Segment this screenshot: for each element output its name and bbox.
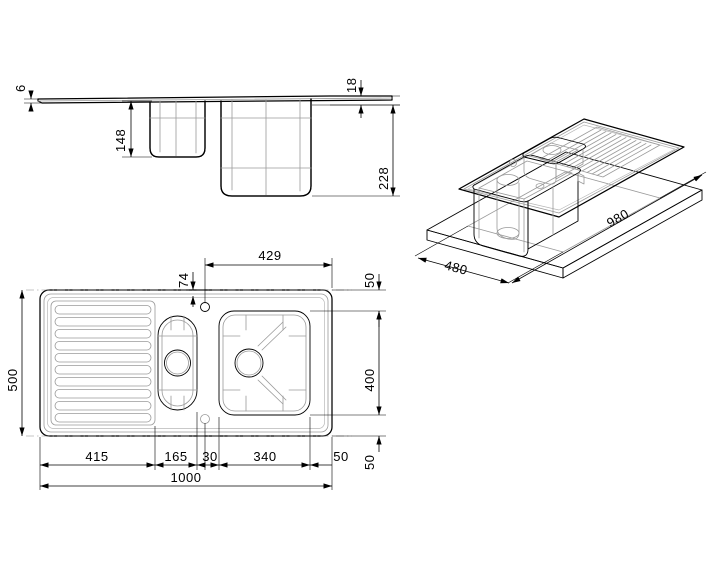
dim-chain-horizontal: 415 165 30 340 50 1000 <box>39 412 348 490</box>
dim-tap-hole-offset-y: 74 <box>176 272 210 307</box>
dim-label-half-bowl-depth: 148 <box>113 129 128 152</box>
plan-main-bowl <box>218 310 311 416</box>
dim-half-bowl-depth: 148 <box>113 100 152 158</box>
section-main-bowl <box>220 98 312 197</box>
dim-label-overall-width: 1000 <box>171 470 202 485</box>
dim-vertical-right: 50 400 50 <box>310 273 386 470</box>
dim-label-bowl-height: 400 <box>362 368 377 391</box>
plan-view: 500 415 165 30 <box>5 248 386 490</box>
dim-label-overall-depth: 228 <box>376 167 391 190</box>
dim-tap-hole-offset-x: 429 <box>204 248 333 302</box>
isometric-view: 480 980 <box>414 118 707 284</box>
dim-label-tap-hole-offset-y: 74 <box>176 273 191 288</box>
dim-label-overall-height: 500 <box>5 368 20 391</box>
plan-drainer <box>50 300 156 426</box>
plan-half-bowl <box>157 315 198 411</box>
dim-rim-thickness: 6 <box>13 84 44 112</box>
dim-label-tap-hole-offset-x: 429 <box>258 248 281 263</box>
drainer-grooves <box>54 305 152 423</box>
iso-tap-hole <box>509 159 517 167</box>
dim-label-half-bowl-width: 165 <box>164 449 187 464</box>
dim-label-top-margin: 50 <box>362 273 377 288</box>
section-view: 6 148 18 228 <box>13 78 400 197</box>
dim-label-cutout-depth: 480 <box>443 257 469 277</box>
dim-label-bowl-gap: 30 <box>202 449 217 464</box>
dim-label-main-bowl-width: 340 <box>253 449 276 464</box>
dim-label-bottom-margin: 50 <box>362 455 377 470</box>
dim-overall-height: 500 <box>5 290 25 436</box>
dim-label-right-margin: 50 <box>333 449 348 464</box>
dim-label-rim-thickness: 6 <box>13 84 28 92</box>
dim-overall-depth: 228 <box>312 104 400 197</box>
dim-rim-drop: 18 <box>330 78 400 118</box>
dim-label-drainer-width: 415 <box>85 449 108 464</box>
plan-tap-hole <box>200 302 210 312</box>
section-half-bowl <box>149 100 206 158</box>
dim-label-rim-drop: 18 <box>344 78 359 93</box>
